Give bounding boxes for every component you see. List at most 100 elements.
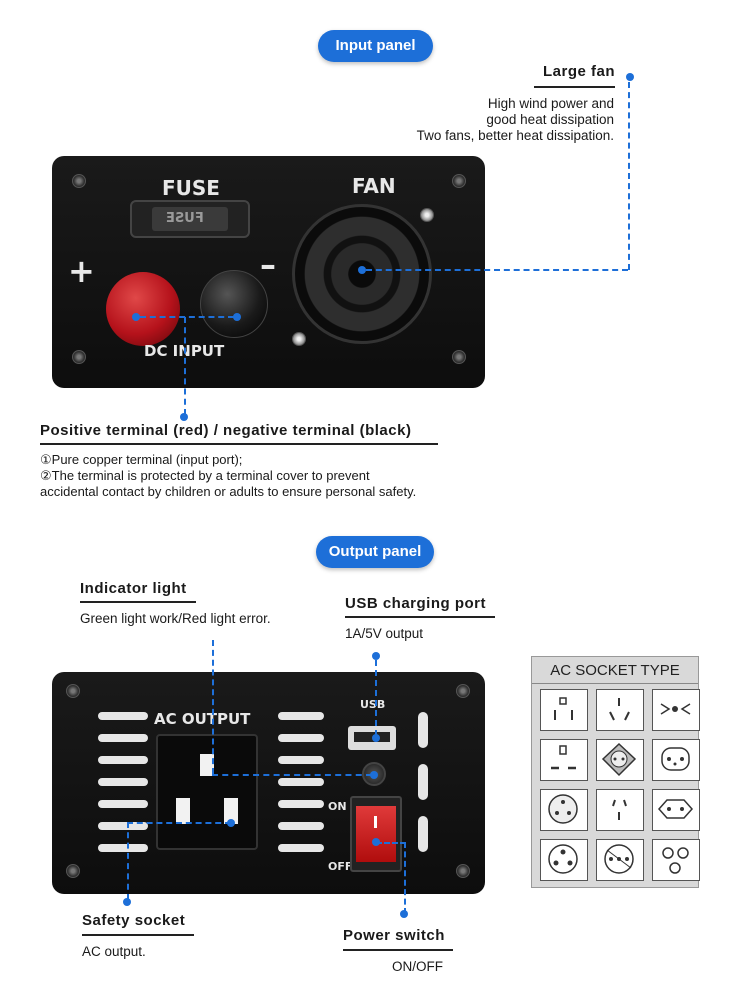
fan-callout-line-h: [366, 269, 628, 271]
output-panel-device: AC OUTPUT USB ON OFF: [52, 672, 485, 894]
screw: [72, 350, 86, 364]
socket-type-grid: [540, 689, 700, 881]
socket-ch-icon: [652, 789, 700, 831]
safety-callout-dot-right: [227, 819, 235, 827]
vent-slot: [98, 756, 148, 764]
socket-type-divider: [532, 683, 698, 684]
plus-sign: +: [68, 252, 95, 290]
fuse-holder-label: FUSE: [166, 211, 204, 226]
off-label: OFF: [328, 860, 353, 873]
indicator-underline: [80, 601, 196, 603]
output-panel-badge: Output panel: [316, 536, 434, 568]
indicator-callout-line-v: [212, 640, 214, 774]
fan-callout-line-v: [628, 82, 630, 270]
socket-in-icon: [540, 789, 588, 831]
input-panel-badge: Input panel: [318, 30, 433, 62]
vent-slot: [278, 778, 324, 786]
safety-underline: [82, 934, 194, 936]
vent-slot: [278, 756, 324, 764]
vent-slot: [278, 734, 324, 742]
safety-callout-dot: [123, 898, 131, 906]
switch-desc: ON/OFF: [392, 959, 443, 974]
terminal-desc-3: accidental contact by children or adults…: [40, 484, 417, 499]
vent-slot: [98, 734, 148, 742]
socket-eu-schuko-icon: [596, 739, 644, 781]
switch-callout-dot: [400, 910, 408, 918]
socket-it-icon: [596, 839, 644, 881]
positive-terminal: [106, 272, 180, 346]
vent-slot: [278, 844, 324, 852]
vent-slot: [278, 800, 324, 808]
socket-us-icon: [540, 689, 588, 731]
power-switch: [350, 796, 402, 872]
vent-slot: [278, 712, 324, 720]
screw: [452, 350, 466, 364]
socket-type-card: AC SOCKET TYPE: [531, 656, 700, 888]
switch-heading: Power switch: [343, 927, 445, 944]
switch-underline: [343, 949, 453, 951]
switch-callout-line-h: [376, 842, 406, 844]
terminal-callout-line-v: [184, 317, 186, 415]
vent-slot: [418, 712, 428, 748]
usb-label: USB: [360, 698, 386, 711]
fan-callout-dot: [358, 266, 366, 274]
socket-jp-icon: [652, 839, 700, 881]
negative-terminal-dot: [233, 313, 241, 321]
usb-callout-line-v: [375, 660, 377, 736]
screw: [452, 174, 466, 188]
socket-au-icon: [596, 689, 644, 731]
usb-underline: [345, 616, 495, 618]
usb-callout-dot-top: [372, 652, 380, 660]
fan-grille: [292, 204, 432, 344]
input-panel-device: FUSE FUSE FAN + – DC INPUT: [52, 156, 485, 388]
terminal-underline: [40, 443, 438, 445]
large-fan-desc-1: High wind power and: [487, 96, 614, 111]
large-fan-heading: Large fan: [542, 63, 615, 80]
safety-desc: AC output.: [82, 944, 146, 959]
large-fan-dot: [626, 73, 634, 81]
fuse-label: FUSE: [162, 176, 220, 200]
socket-cn-icon: [596, 789, 644, 831]
screw: [456, 684, 470, 698]
terminal-callout-line-h: [140, 316, 234, 318]
socket-multi-icon: [652, 689, 700, 731]
socket-za-icon: [540, 839, 588, 881]
screw: [420, 208, 434, 222]
ac-output-label: AC OUTPUT: [154, 710, 251, 728]
vent-slot: [98, 800, 148, 808]
ac-socket: [156, 734, 258, 850]
terminal-desc-1: ①Pure copper terminal (input port);: [40, 452, 243, 467]
socket-br-icon: [652, 739, 700, 781]
vent-slot: [98, 778, 148, 786]
large-fan-desc-3: Two fans, better heat dissipation.: [416, 128, 614, 143]
indicator-heading: Indicator light: [80, 580, 187, 597]
vent-slot: [98, 712, 148, 720]
indicator-callout-line-h: [212, 774, 372, 776]
indicator-callout-dot: [370, 771, 378, 779]
safety-callout-line-h: [127, 822, 231, 824]
fuse-holder: FUSE: [130, 200, 250, 238]
positive-terminal-dot: [132, 313, 140, 321]
terminal-callout-dot: [180, 413, 188, 421]
vent-slot: [98, 822, 148, 830]
screw: [72, 174, 86, 188]
terminal-heading: Positive terminal (red) / negative termi…: [40, 422, 412, 439]
on-label: ON: [328, 800, 347, 813]
terminal-desc-2: ②The terminal is protected by a terminal…: [40, 468, 370, 483]
fan-label: FAN: [352, 174, 396, 198]
usb-callout-dot: [372, 734, 380, 742]
large-fan-underline: [534, 86, 615, 88]
screw: [456, 864, 470, 878]
usb-desc: 1A/5V output: [345, 626, 424, 641]
screw: [66, 684, 80, 698]
safety-heading: Safety socket: [82, 912, 186, 929]
vent-slot: [278, 822, 324, 830]
safety-callout-line-v: [127, 822, 129, 900]
socket-type-title: AC SOCKET TYPE: [550, 662, 680, 679]
usb-heading: USB charging port: [345, 595, 487, 612]
socket-uk-icon: [540, 739, 588, 781]
screw: [292, 332, 306, 346]
vent-slot: [98, 844, 148, 852]
large-fan-desc-2: good heat dissipation: [486, 112, 614, 127]
indicator-desc: Green light work/Red light error.: [80, 611, 271, 626]
